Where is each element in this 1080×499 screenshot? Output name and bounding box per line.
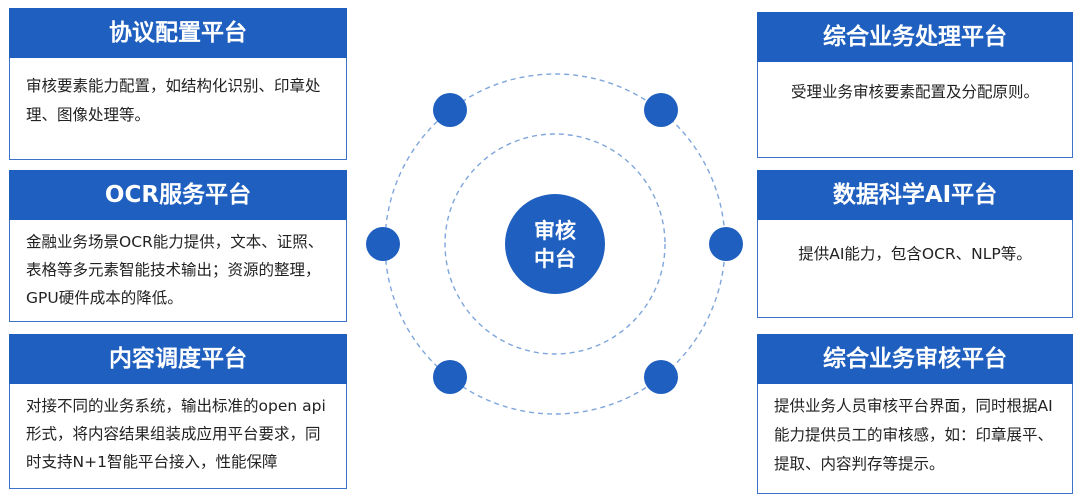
node-dot-bottom-left <box>433 360 467 394</box>
card-business-processing: 综合业务处理平台 受理业务审核要素配置及分配原则。 <box>757 12 1073 158</box>
card-title: 内容调度平台 <box>9 334 347 384</box>
card-description: 金融业务场景OCR能力提供，文本、证照、表格等多元素智能技术输出；资源的整理，G… <box>9 220 347 322</box>
center-hub <box>505 194 605 294</box>
center-label-line1: 审核 <box>534 219 576 243</box>
card-content-scheduling: 内容调度平台 对接不同的业务系统，输出标准的open api形式，将内容结果组装… <box>9 334 347 489</box>
center-label-line2: 中台 <box>534 247 576 271</box>
card-description: 提供AI能力，包含OCR、NLP等。 <box>757 220 1073 318</box>
node-dot-top-left <box>433 93 467 127</box>
node-dot-bottom-right <box>644 360 678 394</box>
node-dot-right <box>709 227 743 261</box>
node-dot-left <box>366 227 400 261</box>
card-title: 综合业务处理平台 <box>757 12 1073 62</box>
card-title: 协议配置平台 <box>9 8 347 58</box>
card-description: 受理业务审核要素配置及分配原则。 <box>757 62 1073 158</box>
node-dot-top-right <box>644 93 678 127</box>
card-ocr-service: OCR服务平台 金融业务场景OCR能力提供，文本、证照、表格等多元素智能技术输出… <box>9 170 347 322</box>
card-title: OCR服务平台 <box>9 170 347 220</box>
card-data-science-ai: 数据科学AI平台 提供AI能力，包含OCR、NLP等。 <box>757 170 1073 318</box>
card-business-audit: 综合业务审核平台 提供业务人员审核平台界面，同时根据AI能力提供员工的审核感，如… <box>757 334 1073 494</box>
card-title: 数据科学AI平台 <box>757 170 1073 220</box>
card-protocol-config: 协议配置平台 审核要素能力配置，如结构化识别、印章处理、图像处理等。 <box>9 8 347 160</box>
center-orbit-diagram: 审核 中台 <box>366 73 743 415</box>
inner-ring <box>444 133 666 355</box>
card-title: 综合业务审核平台 <box>757 334 1073 384</box>
card-description: 提供业务人员审核平台界面，同时根据AI能力提供员工的审核感，如：印章展平、提取、… <box>757 384 1073 494</box>
card-description: 对接不同的业务系统，输出标准的open api形式，将内容结果组装成应用平台要求… <box>9 384 347 489</box>
card-description: 审核要素能力配置，如结构化识别、印章处理、图像处理等。 <box>9 58 347 160</box>
